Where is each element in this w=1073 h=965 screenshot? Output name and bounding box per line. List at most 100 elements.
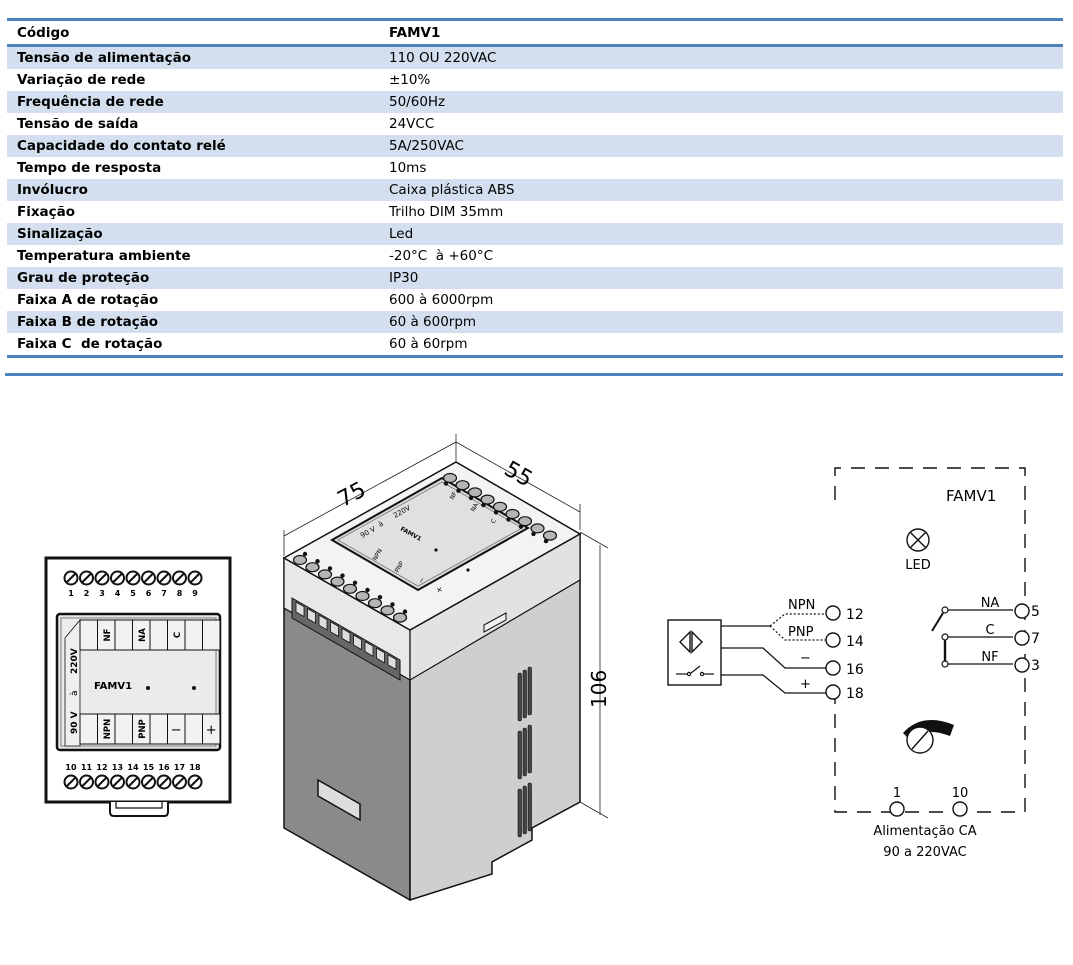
svg-text:1: 1	[893, 786, 901, 801]
voltage-strip	[64, 618, 81, 747]
row-label: Temperatura ambiente	[17, 248, 191, 264]
screw-terminal-icon	[79, 570, 94, 586]
svg-text:18: 18	[846, 686, 864, 702]
voltage-low: 90 V	[70, 711, 80, 734]
terminal-number: 16	[158, 763, 170, 772]
top-label-box: NA	[132, 619, 151, 651]
iso-label-c: C	[490, 518, 498, 525]
terminal-number: 4	[115, 589, 121, 598]
output-terminal-5: 5	[1014, 603, 1040, 620]
row-label: Sinalização	[17, 226, 103, 242]
row-value: 60 à 60rpm	[389, 336, 468, 352]
table-header-row: Código FAMV1	[7, 21, 1063, 47]
led-indicator	[146, 686, 150, 690]
terminal-cell	[341, 627, 351, 644]
terminal-cell	[364, 640, 374, 657]
row-value: 5A/250VAC	[389, 138, 464, 154]
row-value: -20°C à +60°C	[389, 248, 494, 264]
vent-slot	[517, 672, 522, 722]
vent-slot	[517, 788, 522, 838]
row-value: 110 OU 220VAC	[389, 50, 497, 66]
sensor-box	[667, 619, 722, 686]
iso-voltage-mid: à	[377, 520, 385, 529]
screw-terminal-icon	[187, 570, 203, 586]
row-value: Led	[389, 226, 414, 242]
bottom-screw-row	[63, 774, 203, 790]
row-label: Fixação	[17, 204, 76, 220]
terminal-number: 14	[127, 763, 139, 772]
dimension-width: 75	[334, 477, 370, 512]
model-label: FAMV1	[94, 681, 132, 692]
output-terminal-3: 3	[1014, 657, 1040, 674]
led-icon	[906, 528, 930, 552]
terminal-number: 5	[130, 589, 136, 598]
row-value: 50/60Hz	[389, 94, 446, 110]
svg-text:10: 10	[952, 786, 969, 801]
row-label: Tempo de resposta	[17, 160, 162, 176]
terminal-number: 1	[68, 589, 74, 598]
vent-slot	[522, 727, 527, 777]
switch-icon	[676, 665, 714, 677]
top-label-box	[202, 619, 221, 651]
screw-icon	[330, 573, 345, 587]
sensor-wires	[721, 613, 826, 694]
bottom-terminal-numbers: 10 11 12 13 14 15 16 17 18	[65, 763, 201, 772]
screw-terminal-icon	[125, 774, 141, 790]
svg-text:12: 12	[846, 607, 864, 623]
screw-terminal-icon	[172, 570, 187, 586]
screw-terminal-icon	[63, 774, 79, 790]
screw-icon	[355, 587, 370, 602]
wire-label-npn: NPN	[788, 598, 815, 613]
row-label: Frequência de rede	[17, 94, 164, 110]
relay-contact-icon	[931, 606, 1013, 668]
terminal-cell	[387, 654, 397, 671]
top-label-box	[184, 619, 203, 651]
screw-terminal-icon	[94, 570, 110, 586]
screw-icon	[392, 609, 408, 623]
row-label: Variação de rede	[17, 72, 146, 88]
box-label: PNP	[138, 719, 148, 739]
dimension-lines	[283, 434, 609, 819]
bottom-label-box: −	[167, 713, 186, 745]
svg-text:16: 16	[846, 662, 864, 678]
table-top-rule	[7, 18, 1063, 21]
row-value: 10ms	[389, 160, 427, 176]
wire-label-minus: −	[800, 651, 811, 666]
screw-terminal-icon	[156, 570, 172, 586]
svg-text:7: 7	[1031, 631, 1040, 647]
contact-label-c: C	[985, 623, 994, 638]
screw-icon	[505, 508, 520, 522]
vent-slot	[527, 666, 532, 716]
table-row: Sinalização Led	[7, 223, 1063, 245]
terminal-cell	[318, 614, 328, 631]
row-label: Tensão de alimentação	[17, 50, 191, 66]
terminal-number: 10	[65, 763, 77, 772]
row-value: IP30	[389, 270, 419, 286]
terminal-number: 6	[146, 589, 152, 598]
terminal-number: 8	[177, 589, 183, 598]
box-label: −	[171, 723, 182, 738]
wire-label-plus: +	[800, 677, 811, 692]
screw-icon	[530, 523, 545, 537]
screw-icon	[342, 580, 358, 594]
iso-bottom-screws	[292, 551, 408, 623]
dimension-depth: 55	[500, 457, 537, 493]
iso-label-nf: NF	[449, 490, 459, 501]
terminal-number: 7	[161, 589, 167, 598]
screw-icon	[492, 501, 508, 515]
screw-terminal-icon	[141, 774, 156, 790]
row-label: Faixa C de rotação	[17, 336, 163, 352]
top-label-box	[79, 619, 98, 651]
screw-icon	[480, 494, 495, 508]
voltage-mid: à	[70, 690, 80, 696]
screw-icon	[542, 530, 558, 544]
screw-terminal-icon	[79, 774, 94, 790]
wire-label-pnp: PNP	[788, 625, 814, 640]
schematic-model-label: FAMV1	[946, 487, 996, 505]
contact-label-na: NA	[981, 596, 1000, 611]
bottom-label-box: NPN	[97, 713, 116, 745]
